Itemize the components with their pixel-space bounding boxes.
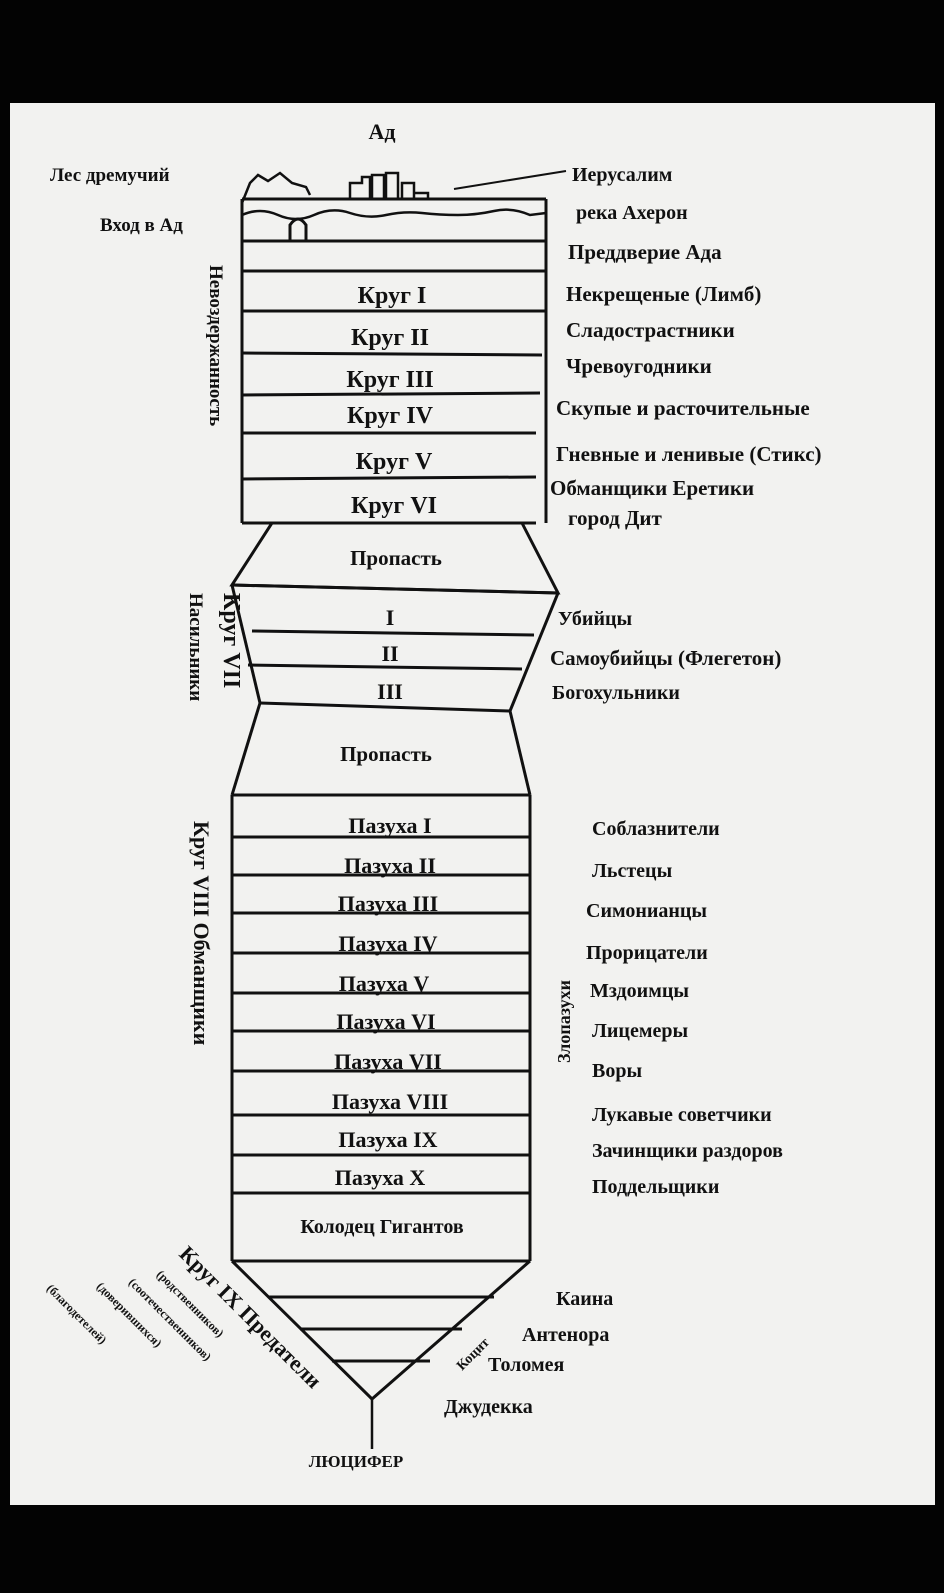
pouch-label: Пазуха VII [334,1049,442,1074]
circle8-sinners: Соблазнители Льстецы Симонианцы Прорицат… [586,818,783,1198]
pouch-label: Пазуха I [348,813,431,838]
pouch-label: Пазуха IX [338,1127,437,1152]
malebolge-label: Злопазухи [554,980,574,1063]
sinner-label: Убийцы [558,608,632,630]
abyss-label: Пропасть [340,742,432,766]
sinner-label: Лукавые советчики [592,1104,772,1126]
diagram-title: Ад [368,119,395,144]
sinner-label: Лицемеры [592,1020,688,1042]
belt-label: II [381,641,398,666]
giants-well-label: Колодец Гигантов [300,1216,464,1238]
pouch-label: Пазуха II [344,853,436,878]
sinner-label: Льстецы [592,860,673,882]
city-label: город Дит [568,506,663,530]
sinner-label: Самоубийцы (Флегетон) [550,646,781,670]
sinner-label: Зачинщики раздоров [592,1140,783,1162]
forest-shape [240,171,312,204]
sinner-label: Скупые и расточительные [556,396,810,420]
vestibule-label: Преддверие Ада [568,240,722,264]
zone-label: Каина [556,1288,613,1310]
diagram-paper [10,103,935,1505]
inferno-diagram: Ад Лес дремучий Вход в Ад Иерусалим река… [44,119,822,1471]
circles-incontinence: Круг I Круг II Круг III Круг IV Круг V К… [346,283,437,519]
pouch-label: Пазуха VIII [332,1089,448,1114]
sinner-label: Прорицатели [586,942,708,964]
circle7-belts: I II III [377,605,403,704]
circle-label: Круг IV [347,403,434,429]
circle-label: Круг II [351,325,429,351]
belt-label: I [386,605,395,630]
gate-arch [288,217,308,241]
circle8-label: Круг VIII Обманщики [189,821,214,1046]
acheron-wave [241,208,547,221]
circle-label: Круг I [358,283,427,309]
sinner-label: Симонианцы [586,900,707,922]
sinner-label: Гневные и ленивые (Стикс) [556,442,822,466]
sinner-label: Мздоимцы [590,980,689,1002]
jerusalem-label: Иерусалим [572,164,672,186]
circle7-label: Круг VII [218,593,244,688]
pouch-label: Пазуха III [338,891,438,916]
pouch-label: Пазуха X [335,1165,426,1190]
sinner-label: Обманщики Еретики [550,476,754,500]
sinner-label: Воры [592,1060,642,1082]
acheron-label: река Ахерон [576,202,688,224]
circle9-zones: Каина Антенора Толомея Джудекка [444,1288,613,1418]
sinner-label: Соблазнители [592,818,720,840]
circle-label: Круг VI [351,493,437,519]
jerusalem-pointer [453,170,567,190]
sinner-label: Чревоугодники [566,354,712,378]
circle-label: Круг III [346,367,433,393]
circle7-sub-label: Насильники [185,593,206,701]
pouches: Пазуха I Пазуха II Пазуха III Пазуха IV … [332,813,448,1190]
zone-label: Джудекка [444,1396,533,1418]
sinner-label: Поддельщики [592,1176,719,1198]
zone-label: Толомея [488,1354,565,1376]
pouch-label: Пазуха V [339,971,430,996]
sinner-label: Богохульники [552,682,680,704]
entrance-label: Вход в Ад [100,215,183,236]
diagram-lines [229,170,567,1449]
jerusalem-shape [348,171,450,201]
circle7-sinners: Убийцы Самоубийцы (Флегетон) Богохульник… [550,608,781,704]
abyss-label: Пропасть [350,546,442,570]
pouch-label: Пазуха IV [338,931,437,956]
sinner-label: Некрещеные (Лимб) [566,282,761,306]
belt-label: III [377,679,403,704]
pouch-label: Пазуха VI [336,1009,435,1034]
sinners-incontinence: Некрещеные (Лимб) Сладострастники Чревоу… [550,282,822,530]
zone-label: Антенора [522,1324,609,1346]
incontinence-label: Невоздержанность [205,265,226,426]
forest-label: Лес дремучий [50,165,170,186]
lucifer-label: ЛЮЦИФЕР [309,1452,404,1471]
sinner-label: Сладострастники [566,318,735,342]
circle-label: Круг V [356,449,433,475]
